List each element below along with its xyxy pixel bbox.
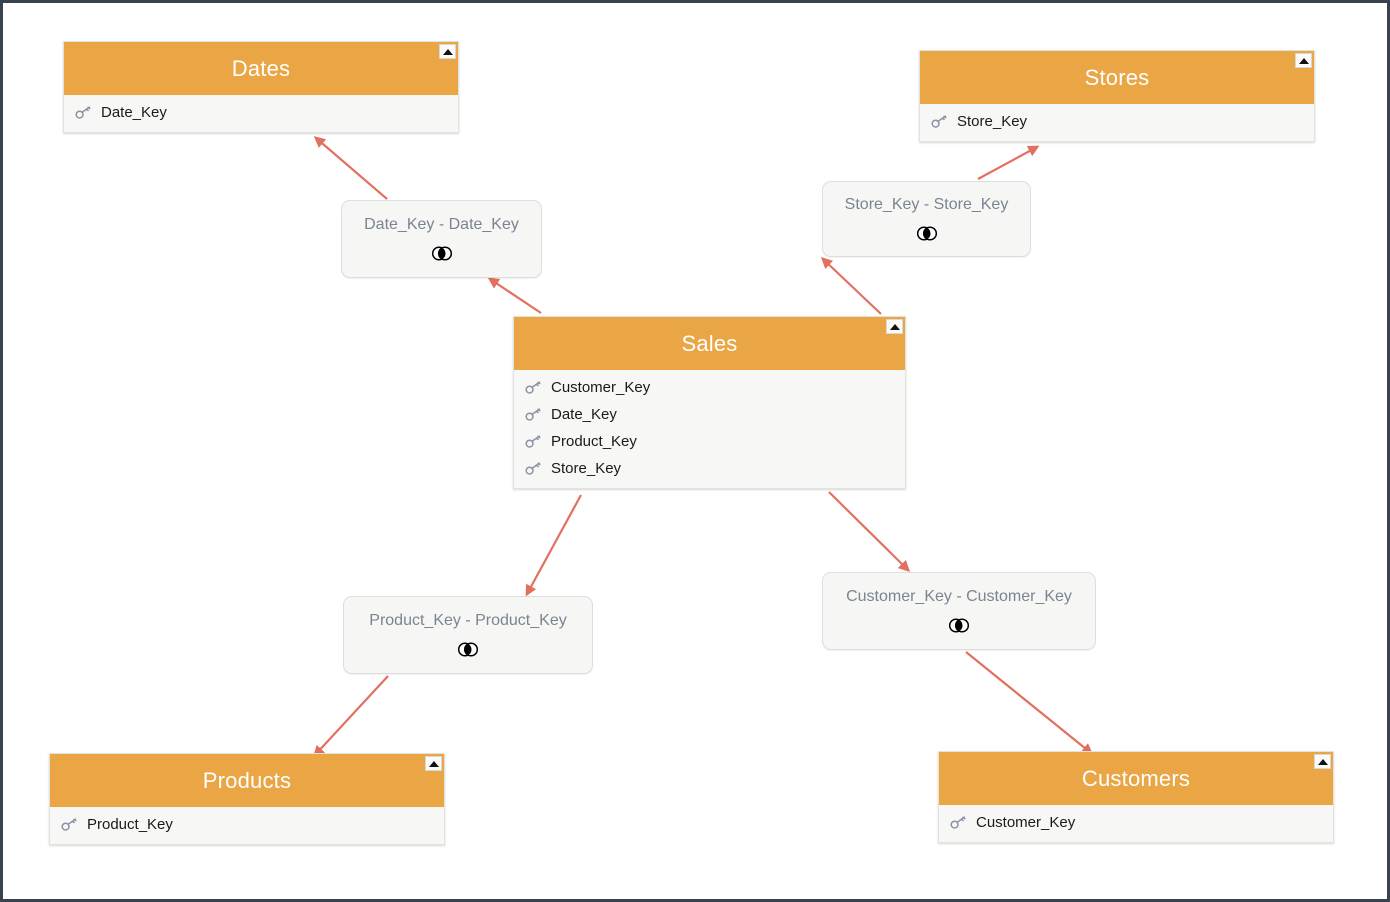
relationship-connector — [525, 494, 582, 597]
relationship-card-product[interactable]: Product_Key - Product_Key — [343, 596, 593, 674]
relationship-connector — [828, 491, 911, 573]
relationship-card-customer[interactable]: Customer_Key - Customer_Key — [822, 572, 1096, 650]
entity-fields-stores: Store_Key — [920, 104, 1314, 141]
key-icon — [75, 105, 91, 119]
entity-header-sales: Sales — [514, 317, 905, 370]
field-name: Date_Key — [101, 104, 167, 121]
entity-header-stores: Stores — [920, 51, 1314, 104]
entity-title-stores: Stores — [1084, 64, 1150, 90]
field-name: Date_Key — [551, 406, 617, 423]
relationship-connector — [820, 257, 882, 315]
entity-table-stores[interactable]: Stores Store_Key — [919, 50, 1315, 142]
relationship-label: Product_Key - Product_Key — [369, 612, 567, 629]
entity-table-products[interactable]: Products Product_Key — [49, 753, 445, 845]
relationship-label: Customer_Key - Customer_Key — [846, 588, 1072, 605]
key-icon — [525, 407, 541, 421]
entity-header-customers: Customers — [939, 752, 1333, 805]
key-icon — [931, 114, 947, 128]
field-name: Store_Key — [957, 113, 1028, 130]
field-row[interactable]: Store_Key — [920, 108, 1314, 135]
relationship-connector — [313, 136, 388, 200]
entity-title-customers: Customers — [1081, 765, 1191, 791]
triangle-up-icon[interactable] — [1314, 754, 1331, 769]
relationship-card-date[interactable]: Date_Key - Date_Key — [341, 200, 542, 278]
field-row[interactable]: Product_Key — [50, 811, 444, 838]
triangle-up-icon[interactable] — [886, 319, 903, 334]
triangle-up-icon[interactable] — [439, 44, 456, 59]
field-row[interactable]: Customer_Key — [514, 374, 905, 401]
entity-fields-dates: Date_Key — [64, 95, 458, 132]
relationship-connector — [487, 277, 542, 314]
field-name: Store_Key — [551, 460, 622, 477]
field-row[interactable]: Product_Key — [514, 428, 905, 455]
field-name: Product_Key — [551, 433, 637, 450]
entity-title-products: Products — [202, 767, 292, 793]
key-icon — [950, 815, 966, 829]
relationship-connector — [313, 675, 389, 758]
relationship-connector — [977, 145, 1040, 180]
entity-fields-products: Product_Key — [50, 807, 444, 844]
field-row[interactable]: Date_Key — [64, 99, 458, 126]
relationship-connector — [965, 651, 1094, 755]
entity-fields-customers: Customer_Key — [939, 805, 1333, 842]
field-row[interactable]: Customer_Key — [939, 809, 1333, 836]
entity-title-sales: Sales — [681, 330, 738, 356]
inner-join-icon[interactable] — [431, 246, 453, 261]
inner-join-icon[interactable] — [457, 642, 479, 657]
entity-fields-sales: Customer_Key Date_Key Product_Ke — [514, 370, 905, 488]
entity-table-sales[interactable]: Sales Customer_Key — [513, 316, 906, 489]
entity-table-customers[interactable]: Customers Customer_Key — [938, 751, 1334, 843]
key-icon — [525, 434, 541, 448]
field-name: Customer_Key — [551, 379, 651, 396]
entity-header-dates: Dates — [64, 42, 458, 95]
field-name: Customer_Key — [976, 814, 1076, 831]
entity-title-dates: Dates — [231, 55, 291, 81]
relationship-card-store[interactable]: Store_Key - Store_Key — [822, 181, 1031, 257]
relationship-label: Date_Key - Date_Key — [364, 216, 519, 233]
inner-join-icon[interactable] — [948, 618, 970, 633]
relationship-label: Store_Key - Store_Key — [844, 196, 1009, 213]
field-name: Product_Key — [87, 816, 173, 833]
inner-join-icon[interactable] — [916, 226, 938, 241]
key-icon — [525, 380, 541, 394]
key-icon — [525, 461, 541, 475]
field-row[interactable]: Date_Key — [514, 401, 905, 428]
entity-table-dates[interactable]: Dates Date_Key — [63, 41, 459, 133]
entity-header-products: Products — [50, 754, 444, 807]
triangle-up-icon[interactable] — [1295, 53, 1312, 68]
key-icon — [61, 817, 77, 831]
triangle-up-icon[interactable] — [425, 756, 442, 771]
field-row[interactable]: Store_Key — [514, 455, 905, 482]
